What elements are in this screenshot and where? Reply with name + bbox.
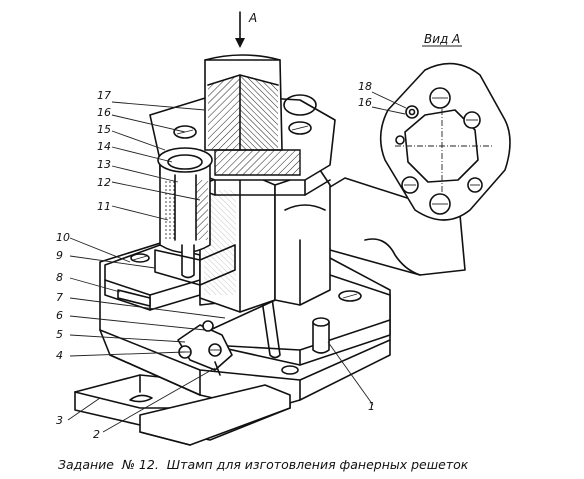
callout-4: 4	[56, 349, 63, 362]
clamp-screws	[177, 320, 233, 376]
callout-3: 3	[56, 414, 63, 427]
view-a: Вид А 18 16	[358, 32, 511, 221]
arrow-label: А	[248, 11, 257, 25]
callout-2: 2	[93, 428, 100, 441]
view-a-label: Вид А	[424, 32, 460, 46]
callout-13: 13	[97, 158, 111, 171]
callout-11: 11	[97, 200, 111, 213]
callout-15: 15	[97, 123, 111, 136]
caption-number: № 12.	[121, 457, 159, 472]
callout-17: 17	[97, 89, 111, 102]
view-callout-18: 18	[358, 80, 372, 93]
callout-8: 8	[56, 271, 63, 284]
callout-16: 16	[97, 106, 111, 119]
view-arrow: А	[235, 11, 257, 48]
guide-pin	[312, 317, 330, 354]
view-callout-16: 16	[358, 96, 372, 109]
caption-prefix: Задание	[58, 457, 114, 472]
callout-14: 14	[97, 140, 111, 153]
callout-labels: 17 16 15 14 13 12 11 10 9 8 7 6 5 4 3 2 …	[56, 89, 375, 441]
callout-6: 6	[56, 309, 63, 322]
callout-5: 5	[56, 328, 63, 341]
callout-7: 7	[56, 291, 63, 304]
callout-1: 1	[368, 400, 375, 413]
shank	[204, 54, 283, 151]
punch-cylinder	[154, 147, 236, 286]
caption-text: Штамп для изготовления фанерных решеток	[166, 457, 469, 472]
callout-10: 10	[56, 231, 70, 244]
callout-leaders	[67, 101, 374, 433]
callout-12: 12	[97, 176, 111, 189]
die-assembly	[74, 54, 466, 446]
drawing-caption: Задание № 12. Штамп для изготовления фан…	[58, 457, 558, 472]
callout-9: 9	[56, 249, 63, 262]
